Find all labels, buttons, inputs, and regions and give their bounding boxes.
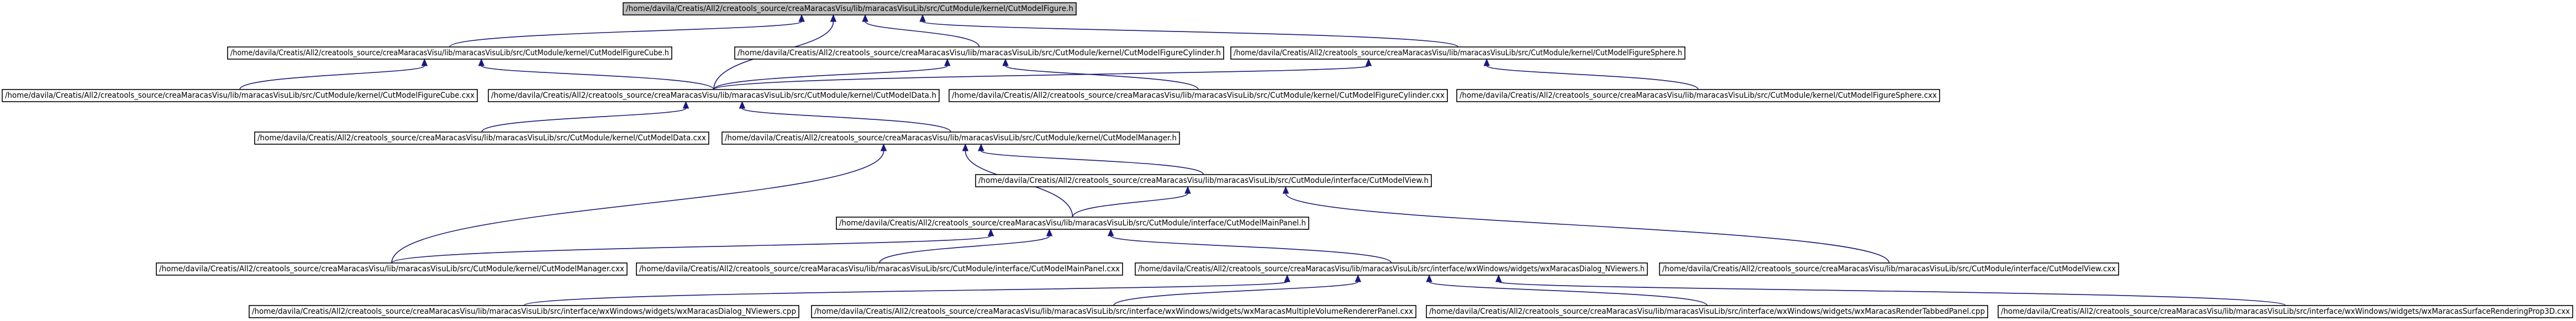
- node-wxmaracasdialog-nviewers-cpp[interactable]: /home/davila/Creatis/All2/creatools_sour…: [249, 305, 799, 318]
- edge-cutmodeldata_h-to-cutmodelfiguresphere_h: [713, 58, 1372, 90]
- edge-cutmodelfigurecube_cxx-to-cutmodelfigurecube_h: [239, 58, 428, 90]
- node-label: /home/davila/Creatis/All2/creatools_sour…: [491, 91, 936, 100]
- node-wxmaracassurfacerenderingprop3d-cxx[interactable]: /home/davila/Creatis/All2/creatools_sour…: [1998, 305, 2573, 318]
- node-box: [156, 262, 628, 276]
- edges: [239, 14, 2286, 306]
- node-box: [636, 262, 1123, 276]
- node-label: /home/davila/Creatis/All2/creatools_sour…: [978, 176, 1429, 185]
- edge-wxmaracasdialog_nviewers_cpp-to-wxmaracasdialog_nviewers_h: [523, 274, 1290, 306]
- node-cutmodelmanager-h[interactable]: /home/davila/Creatis/All2/creatools_sour…: [721, 131, 1180, 145]
- node-label: /home/davila/Creatis/All2/creatools_sour…: [814, 307, 1413, 316]
- node-label: /home/davila/Creatis/All2/creatools_sour…: [1429, 307, 1985, 316]
- node-cutmodelfigurecylinder-h[interactable]: /home/davila/Creatis/All2/creatools_sour…: [734, 46, 1224, 60]
- node-cutmodelmainpanel-cxx[interactable]: /home/davila/Creatis/All2/creatools_sour…: [636, 262, 1123, 276]
- node-label: /home/davila/Creatis/All2/creatools_sour…: [2001, 307, 2570, 316]
- node-label: /home/davila/Creatis/All2/creatools_sour…: [230, 49, 669, 57]
- edge-cutmodeldata_h-to-cutmodelfigurecube_h: [478, 58, 714, 90]
- node-cutmodelfigure-h[interactable]: /home/davila/Creatis/All2/creatools_sour…: [623, 2, 1077, 15]
- node-label: /home/davila/Creatis/All2/creatools_sour…: [952, 91, 1445, 100]
- edge-cutmodelmanager_cxx-to-cutmodelmainpanel_h: [391, 228, 994, 264]
- node-box: [721, 131, 1180, 145]
- edge-cutmodelfiguresphere_cxx-to-cutmodelfiguresphere_h: [1483, 58, 1699, 90]
- node-cutmodelmainpanel-h[interactable]: /home/davila/Creatis/All2/creatools_sour…: [836, 217, 1309, 230]
- edge-cutmodelmanager_cxx-to-cutmodelmanager_h: [391, 143, 887, 264]
- edge-cutmodelmainpanel_h-to-cutmodelview_h: [1072, 186, 1191, 218]
- edge-wxmaracasrendertabbedpanel_cpp-to-wxmaracasdialog_nviewers_h: [1426, 274, 1708, 306]
- node-box: [227, 46, 672, 60]
- node-label: /home/davila/Creatis/All2/creatools_sour…: [5, 91, 475, 100]
- node-box: [1998, 305, 2573, 318]
- node-box: [949, 89, 1448, 102]
- node-cutmodelfigurecube-cxx[interactable]: /home/davila/Creatis/All2/creatools_sour…: [2, 89, 478, 102]
- node-box: [2, 89, 478, 102]
- node-box: [254, 131, 709, 145]
- edge-cutmodelfigurecylinder_cxx-to-cutmodelfigurecylinder_h: [1002, 58, 1199, 90]
- edge-cutmodeldata_h-to-cutmodelfigurecylinder_h: [713, 58, 951, 90]
- node-box: [488, 89, 940, 102]
- node-wxmaracasmultiplevolumerendererpanel-cpp[interactable]: /home/davila/Creatis/All2/creatools_sour…: [811, 305, 1416, 318]
- node-label: /home/davila/Creatis/All2/creatools_sour…: [725, 134, 1177, 143]
- node-box: [249, 305, 799, 318]
- node-cutmodelmanager-cxx[interactable]: /home/davila/Creatis/All2/creatools_sour…: [156, 262, 628, 276]
- node-label: /home/davila/Creatis/All2/creatools_sour…: [639, 265, 1120, 273]
- node-label: /home/davila/Creatis/All2/creatools_sour…: [626, 4, 1073, 13]
- node-cutmodelfigurecylinder-cxx[interactable]: /home/davila/Creatis/All2/creatools_sour…: [949, 89, 1448, 102]
- node-box: [836, 217, 1309, 230]
- node-label: /home/davila/Creatis/All2/creatools_sour…: [839, 219, 1306, 228]
- edge-cutmodelmanager_h-to-cutmodeldata_h: [739, 101, 951, 133]
- node-box: [975, 174, 1432, 187]
- edge-wxmaracassurfacerenderingprop3d_cxx-to-wxmaracasdialog_nviewers_h: [1495, 274, 2286, 306]
- node-box: [623, 2, 1077, 15]
- node-label: /home/davila/Creatis/All2/creatools_sour…: [1460, 91, 1937, 100]
- node-cutmodelfiguresphere-h[interactable]: /home/davila/Creatis/All2/creatools_sour…: [1230, 46, 1685, 60]
- edge-cutmodelview_cxx-to-cutmodelview_h: [1282, 186, 1890, 264]
- node-box: [1456, 89, 1940, 102]
- node-box: [734, 46, 1224, 60]
- node-label: /home/davila/Creatis/All2/creatools_sour…: [737, 49, 1221, 57]
- node-cutmodeldata-cxx[interactable]: /home/davila/Creatis/All2/creatools_sour…: [254, 131, 709, 145]
- edge-cutmodelfigurecylinder_h-to-cutmodelfigure_h: [862, 14, 980, 48]
- node-box: [1426, 305, 1988, 318]
- node-cutmodelfigurecube-h[interactable]: /home/davila/Creatis/All2/creatools_sour…: [227, 46, 672, 60]
- node-box: [1230, 46, 1685, 60]
- node-wxmaracasrendertabbedpanel-cpp[interactable]: /home/davila/Creatis/All2/creatools_sour…: [1426, 305, 1988, 318]
- node-box: [1135, 262, 1648, 276]
- edge-cutmodelview_h-to-cutmodelmanager_h: [978, 143, 1204, 175]
- node-cutmodeldata-h[interactable]: /home/davila/Creatis/All2/creatools_sour…: [488, 89, 940, 102]
- edge-wxmaracasmultiplevolumerendererpanel_cpp-to-wxmaracasdialog_nviewers_h: [1113, 274, 1361, 306]
- node-cutmodelview-h[interactable]: /home/davila/Creatis/All2/creatools_sour…: [975, 174, 1432, 187]
- edge-cutmodeldata_cxx-to-cutmodeldata_h: [481, 101, 689, 133]
- node-label: /home/davila/Creatis/All2/creatools_sour…: [1662, 265, 2116, 273]
- edge-cutmodelmainpanel_cxx-to-cutmodelmainpanel_h: [879, 228, 1053, 264]
- edge-cutmodelfiguresphere_h-to-cutmodelfigure_h: [919, 14, 1458, 48]
- node-label: /home/davila/Creatis/All2/creatools_sour…: [252, 307, 796, 316]
- node-label: /home/davila/Creatis/All2/creatools_sour…: [257, 134, 706, 143]
- node-label: /home/davila/Creatis/All2/creatools_sour…: [1138, 265, 1645, 273]
- node-cutmodelview-cxx[interactable]: /home/davila/Creatis/All2/creatools_sour…: [1659, 262, 2119, 276]
- node-label: /home/davila/Creatis/All2/creatools_sour…: [1234, 49, 1682, 57]
- node-label: /home/davila/Creatis/All2/creatools_sour…: [159, 265, 624, 273]
- node-box: [811, 305, 1416, 318]
- edge-wxmaracasdialog_nviewers_h-to-cutmodelmainpanel_h: [1107, 228, 1392, 264]
- node-wxmaracasdialog-nviewers-h[interactable]: /home/davila/Creatis/All2/creatools_sour…: [1135, 262, 1648, 276]
- edge-cutmodelfigurecube_h-to-cutmodelfigure_h: [449, 14, 805, 48]
- node-cutmodelfiguresphere-cxx[interactable]: /home/davila/Creatis/All2/creatools_sour…: [1456, 89, 1940, 102]
- node-box: [1659, 262, 2119, 276]
